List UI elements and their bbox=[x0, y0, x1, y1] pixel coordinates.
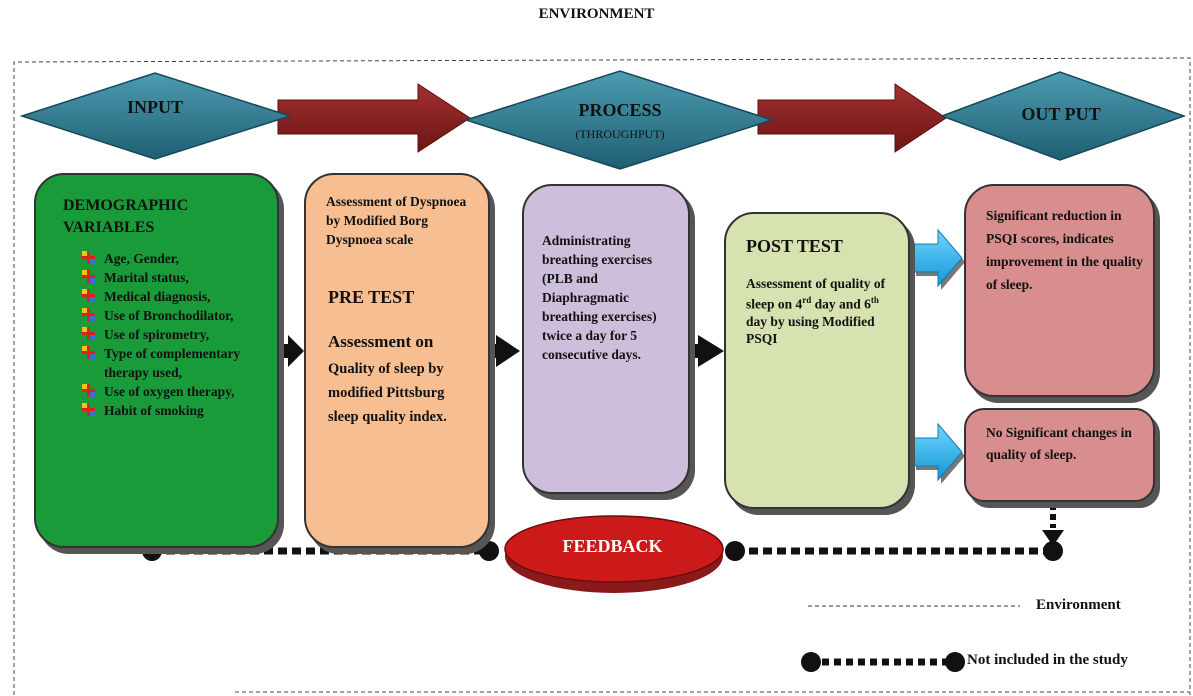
cyan-arrow-to-outcome-1 bbox=[912, 228, 965, 290]
environment-boundary bbox=[13, 57, 1191, 695]
list-item: Habit of smoking bbox=[82, 401, 277, 420]
feedback-node-4 bbox=[1043, 541, 1063, 561]
input-label: INPUT bbox=[126, 97, 183, 117]
arrow-input-to-process bbox=[277, 83, 471, 153]
legend-environment-label: Environment bbox=[1036, 597, 1121, 613]
list-item: Use of oxygen therapy, bbox=[82, 382, 277, 401]
list-item: Use of spirometry, bbox=[82, 325, 277, 344]
bullet-icon bbox=[82, 384, 95, 397]
feedback-node-2 bbox=[479, 541, 499, 561]
bullet-icon bbox=[82, 270, 95, 283]
demographic-variables-box: DEMOGRAPHIC VARIABLES Age, Gender, Marit… bbox=[34, 173, 279, 548]
bullet-icon bbox=[82, 403, 95, 416]
list-item: Marital status, bbox=[82, 268, 277, 287]
connector-arrow-3 bbox=[692, 335, 724, 367]
list-item: Medical diagnosis, bbox=[82, 287, 277, 306]
outcome-significant-text: Significant reduction in PSQI scores, in… bbox=[986, 208, 1143, 292]
bullet-icon bbox=[82, 346, 95, 359]
outcome-box-no-change: No Significant changes in quality of sle… bbox=[964, 408, 1155, 502]
bullet-icon bbox=[82, 308, 95, 321]
feedback-ellipse bbox=[504, 515, 724, 583]
bullet-icon bbox=[82, 289, 95, 302]
output-label: OUT PUT bbox=[1021, 104, 1101, 124]
arrow-process-to-output bbox=[757, 83, 947, 153]
outcome-no-change-text: No Significant changes in quality of sle… bbox=[986, 425, 1132, 462]
process-diamond bbox=[463, 70, 775, 170]
process-box: Administrating breathing exercises (PLB … bbox=[522, 184, 690, 494]
input-heading-line1: DEMOGRAPHIC bbox=[63, 197, 189, 214]
list-item: Age, Gender, bbox=[82, 249, 277, 268]
demographic-variable-list: Age, Gender, Marital status, Medical dia… bbox=[82, 249, 277, 420]
legend-dot-start bbox=[801, 652, 821, 672]
diagram-title: ENVIRONMENT bbox=[538, 6, 655, 22]
process-sublabel: (THROUGHPUT) bbox=[575, 127, 665, 141]
process-label: PROCESS bbox=[578, 100, 662, 120]
post-test-text: Assessment of quality of sleep on 4rd da… bbox=[746, 276, 886, 346]
pre-test-box: Assessment of Dyspnoea by Modified Borg … bbox=[304, 173, 490, 548]
feedback-node-3 bbox=[725, 541, 745, 561]
bullet-icon bbox=[82, 251, 95, 264]
list-item: Type of complementary therapy used, bbox=[82, 344, 277, 382]
pre-test-subheading: Assessment on bbox=[328, 332, 434, 351]
input-diamond bbox=[19, 72, 293, 160]
feedback-label: FEEDBACK bbox=[562, 536, 663, 556]
pre-test-heading: PRE TEST bbox=[328, 287, 415, 307]
bullet-icon bbox=[82, 327, 95, 340]
post-test-heading: POST TEST bbox=[746, 236, 843, 256]
pre-test-detail: Quality of sleep by modified Pittsburg s… bbox=[328, 361, 447, 425]
output-diamond bbox=[939, 71, 1187, 161]
feedback-drop-arrowhead bbox=[1042, 530, 1064, 546]
connector-arrow-2 bbox=[490, 335, 520, 367]
input-heading-line2: VARIABLES bbox=[63, 219, 155, 236]
post-test-box: POST TEST Assessment of quality of sleep… bbox=[724, 212, 910, 509]
outcome-box-significant: Significant reduction in PSQI scores, in… bbox=[964, 184, 1155, 397]
process-text: Administrating breathing exercises (PLB … bbox=[542, 233, 657, 362]
dyspnoea-assessment-text: Assessment of Dyspnoea by Modified Borg … bbox=[326, 194, 467, 247]
cyan-arrow-to-outcome-2 bbox=[912, 422, 965, 484]
list-item: Use of Bronchodilator, bbox=[82, 306, 277, 325]
legend-dot-end bbox=[945, 652, 965, 672]
legend-not-included-label: Not included in the study bbox=[967, 652, 1128, 668]
connector-arrow-1 bbox=[282, 335, 304, 367]
